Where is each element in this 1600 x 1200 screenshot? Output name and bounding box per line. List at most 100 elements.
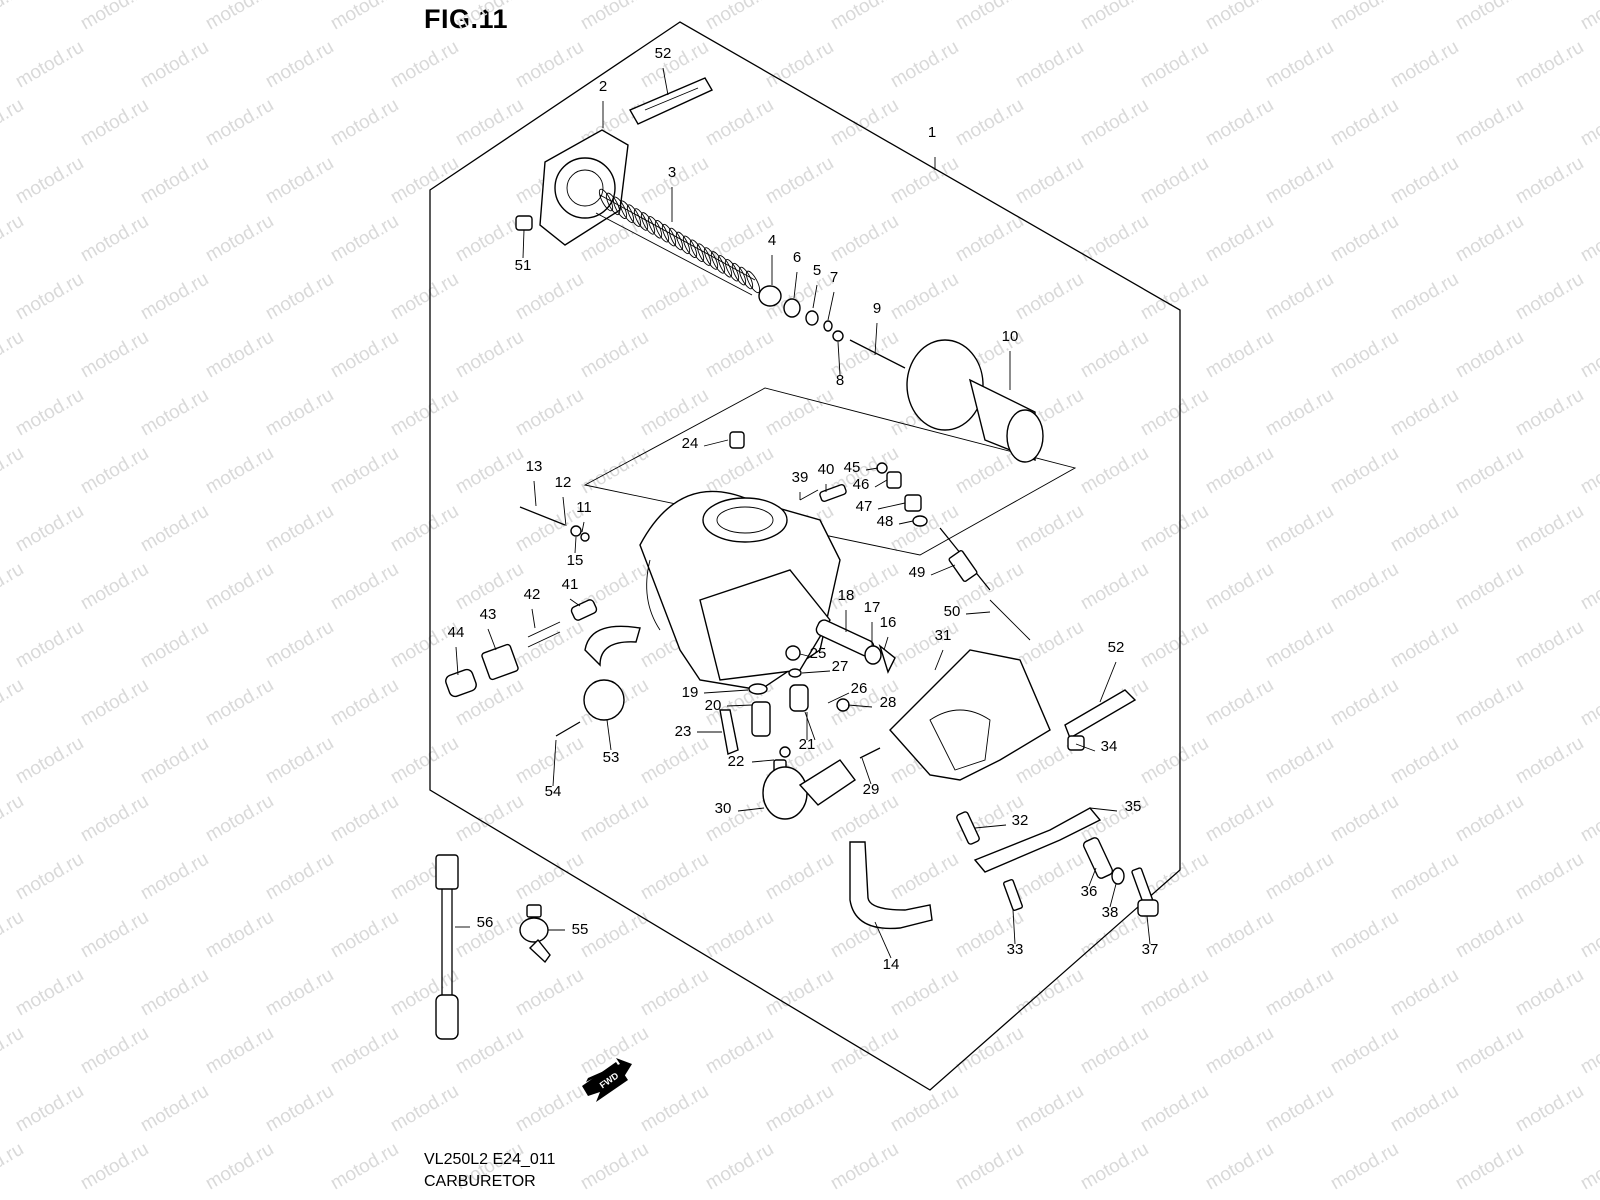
watermark-text: motod.ru xyxy=(887,1081,962,1137)
watermark-text: motod.ru xyxy=(12,849,87,905)
watermark-text: motod.ru xyxy=(12,37,87,93)
watermark-text: motod.ru xyxy=(512,1197,587,1200)
watermark-text: motod.ru xyxy=(637,965,712,1021)
leader-line xyxy=(930,564,956,576)
watermark-text: motod.ru xyxy=(1387,385,1462,441)
watermark-text: motod.ru xyxy=(262,501,337,557)
watermark-text: motod.ru xyxy=(1387,37,1462,93)
watermark-text: motod.ru xyxy=(577,791,652,847)
callout-label: 38 xyxy=(1102,904,1119,921)
watermark-text: motod.ru xyxy=(1327,95,1402,151)
watermark-text: motod.ru xyxy=(12,385,87,441)
leader-line xyxy=(562,496,567,527)
watermark-text: motod.ru xyxy=(387,269,462,325)
leader-line xyxy=(606,719,612,751)
watermark-text: motod.ru xyxy=(0,211,27,267)
leader-line xyxy=(883,636,889,651)
watermark-text: motod.ru xyxy=(1387,849,1462,905)
callout-label: 46 xyxy=(853,476,870,493)
watermark-text: motod.ru xyxy=(827,95,902,151)
watermark-text: motod.ru xyxy=(12,269,87,325)
watermark-text: motod.ru xyxy=(137,501,212,557)
leader-line xyxy=(799,653,809,657)
figure-title: FIG.11 xyxy=(424,4,509,34)
watermark-text: motod.ru xyxy=(1387,1081,1462,1137)
watermark-text: motod.ru xyxy=(1327,1023,1402,1079)
watermark-text: motod.ru xyxy=(327,675,402,731)
watermark-text: motod.ru xyxy=(1262,1081,1337,1137)
callout-label: 56 xyxy=(477,914,494,931)
watermark-text: motod.ru xyxy=(1512,269,1587,325)
watermark-text: motod.ru xyxy=(762,153,837,209)
callout-label: 15 xyxy=(567,552,584,569)
leader-line xyxy=(574,536,577,554)
watermark-text: motod.ru xyxy=(512,965,587,1021)
watermark-text: motod.ru xyxy=(887,849,962,905)
callout-label: 52 xyxy=(655,45,672,62)
watermark-text: motod.ru xyxy=(637,1081,712,1137)
watermark-text: motod.ru xyxy=(327,0,402,34)
callout-label: 8 xyxy=(836,372,844,389)
callout-label: 6 xyxy=(793,249,801,266)
watermark-text: motod.ru xyxy=(1512,733,1587,789)
watermark-text: motod.ru xyxy=(1012,1197,1087,1200)
watermark-text: motod.ru xyxy=(327,1139,402,1195)
watermark-text: motod.ru xyxy=(77,0,152,34)
callout-label: 44 xyxy=(448,624,465,641)
callout-label: 35 xyxy=(1125,798,1142,815)
callout-label: 20 xyxy=(705,697,722,714)
watermark-text: motod.ru xyxy=(452,0,527,34)
callout-label: 25 xyxy=(810,645,827,662)
pipe-53-54-parts xyxy=(555,625,641,737)
leader-line xyxy=(793,271,798,299)
callout-label: 33 xyxy=(1007,941,1024,958)
leader-line xyxy=(581,521,585,533)
needle-parts xyxy=(758,285,906,369)
watermark-text: motod.ru xyxy=(512,1081,587,1137)
callout-label: 52 xyxy=(1108,639,1125,656)
watermark-text: motod.ru xyxy=(1137,501,1212,557)
enricher-parts xyxy=(445,599,598,698)
watermark-text: motod.ru xyxy=(1137,965,1212,1021)
watermark-text: motod.ru xyxy=(637,1197,712,1200)
callout-labels: 1234567891011121314151617181920212223242… xyxy=(448,45,1159,973)
watermark-text: motod.ru xyxy=(1077,0,1152,34)
watermark-text: motod.ru xyxy=(452,327,527,383)
watermark-text: motod.ru xyxy=(762,1197,837,1200)
watermark-text: motod.ru xyxy=(0,675,27,731)
watermark-text: motod.ru xyxy=(0,1139,27,1195)
callout-label: 49 xyxy=(909,564,926,581)
watermark-text: motod.ru xyxy=(0,443,27,499)
watermark-text: motod.ru xyxy=(1262,617,1337,673)
watermark-text: motod.ru xyxy=(762,849,837,905)
leader-line xyxy=(703,439,729,447)
watermark-text: motod.ru xyxy=(1387,617,1462,673)
callout-label: 55 xyxy=(572,921,589,938)
watermark-text: motod.ru xyxy=(1452,675,1527,731)
leader-line xyxy=(837,341,841,376)
watermark-text: motod.ru xyxy=(637,269,712,325)
watermark-text: motod.ru xyxy=(452,443,527,499)
leader-line xyxy=(1109,883,1117,908)
watermark-text: motod.ru xyxy=(1512,501,1587,557)
leader-line xyxy=(531,608,536,629)
callout-label: 30 xyxy=(715,800,732,817)
callout-label: 3 xyxy=(668,164,676,181)
watermark-text: motod.ru xyxy=(952,1139,1027,1195)
piston-part xyxy=(906,339,1044,463)
sensor-part xyxy=(519,904,551,964)
watermark-text: motod.ru xyxy=(702,443,777,499)
watermark-text: motod.ru xyxy=(1202,1023,1277,1079)
leader-line xyxy=(865,467,879,471)
watermark-text: motod.ru xyxy=(12,501,87,557)
callout-label: 26 xyxy=(851,680,868,697)
watermark-text: motod.ru xyxy=(762,385,837,441)
watermark-text: motod.ru xyxy=(1012,849,1087,905)
watermark-text: motod.ru xyxy=(202,559,277,615)
callout-label: 1 xyxy=(928,124,936,141)
watermark-text: motod.ru xyxy=(1202,95,1277,151)
watermark-text: motod.ru xyxy=(327,95,402,151)
watermark-text: motod.ru xyxy=(262,153,337,209)
watermark-text: motod.ru xyxy=(327,327,402,383)
watermark-text: motod.ru xyxy=(327,559,402,615)
